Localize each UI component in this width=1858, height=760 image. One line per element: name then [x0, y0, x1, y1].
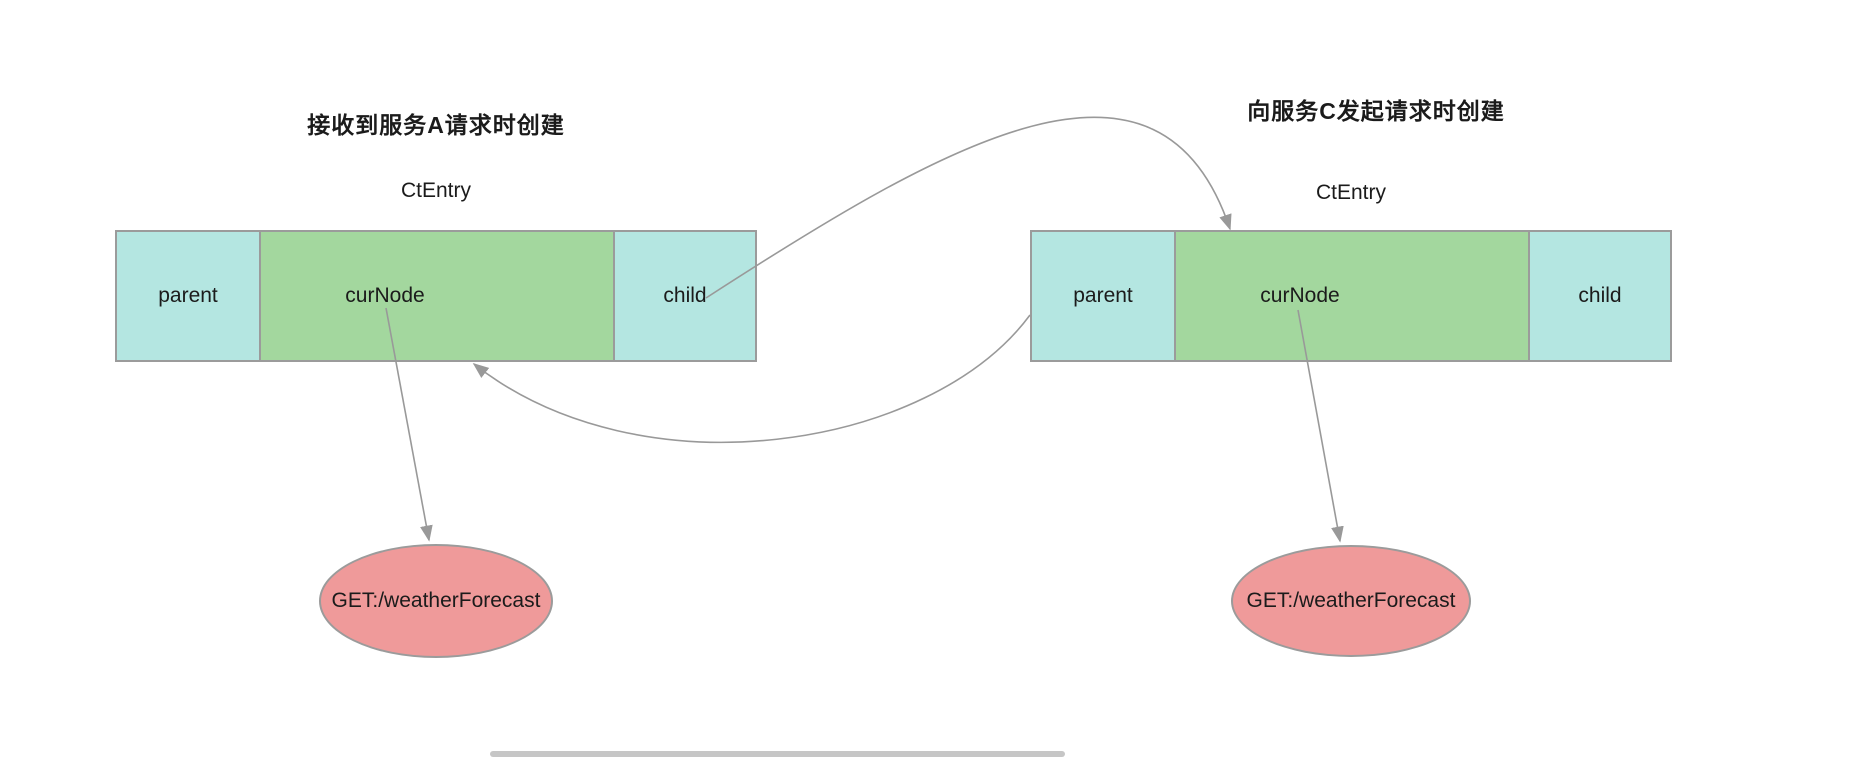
- cell-parent-left: parent: [117, 232, 259, 360]
- cell-curnode-left-label: curNode: [345, 284, 425, 307]
- cell-child-left-label: child: [663, 284, 707, 307]
- cell-curnode-left: curNode: [259, 232, 613, 360]
- caption-right-entry: 向服务C发起请求时创建: [1247, 98, 1505, 124]
- cell-child-left: child: [613, 232, 755, 360]
- cell-parent-left-label: parent: [158, 284, 218, 307]
- span-ellipse-right: GET:/weatherForecast: [1231, 545, 1471, 657]
- cell-child-right: child: [1528, 232, 1670, 360]
- horizontal-scrollbar[interactable]: [490, 751, 1065, 757]
- ctentry-record-left: parent curNode child: [115, 230, 757, 362]
- span-ellipse-left-label: GET:/weatherForecast: [331, 589, 541, 612]
- ctentry-title-left: CtEntry: [400, 179, 471, 202]
- cell-curnode-right: curNode: [1174, 232, 1528, 360]
- span-ellipse-left: GET:/weatherForecast: [319, 544, 553, 658]
- cell-curnode-right-label: curNode: [1260, 284, 1340, 307]
- span-ellipse-right-label: GET:/weatherForecast: [1246, 589, 1456, 612]
- caption-left-entry: 接收到服务A请求时创建: [307, 112, 565, 138]
- cell-parent-right-label: parent: [1073, 284, 1133, 307]
- ctentry-title-right: CtEntry: [1315, 181, 1386, 204]
- ctentry-record-right: parent curNode child: [1030, 230, 1672, 362]
- cell-parent-right: parent: [1032, 232, 1174, 360]
- cell-child-right-label: child: [1578, 284, 1622, 307]
